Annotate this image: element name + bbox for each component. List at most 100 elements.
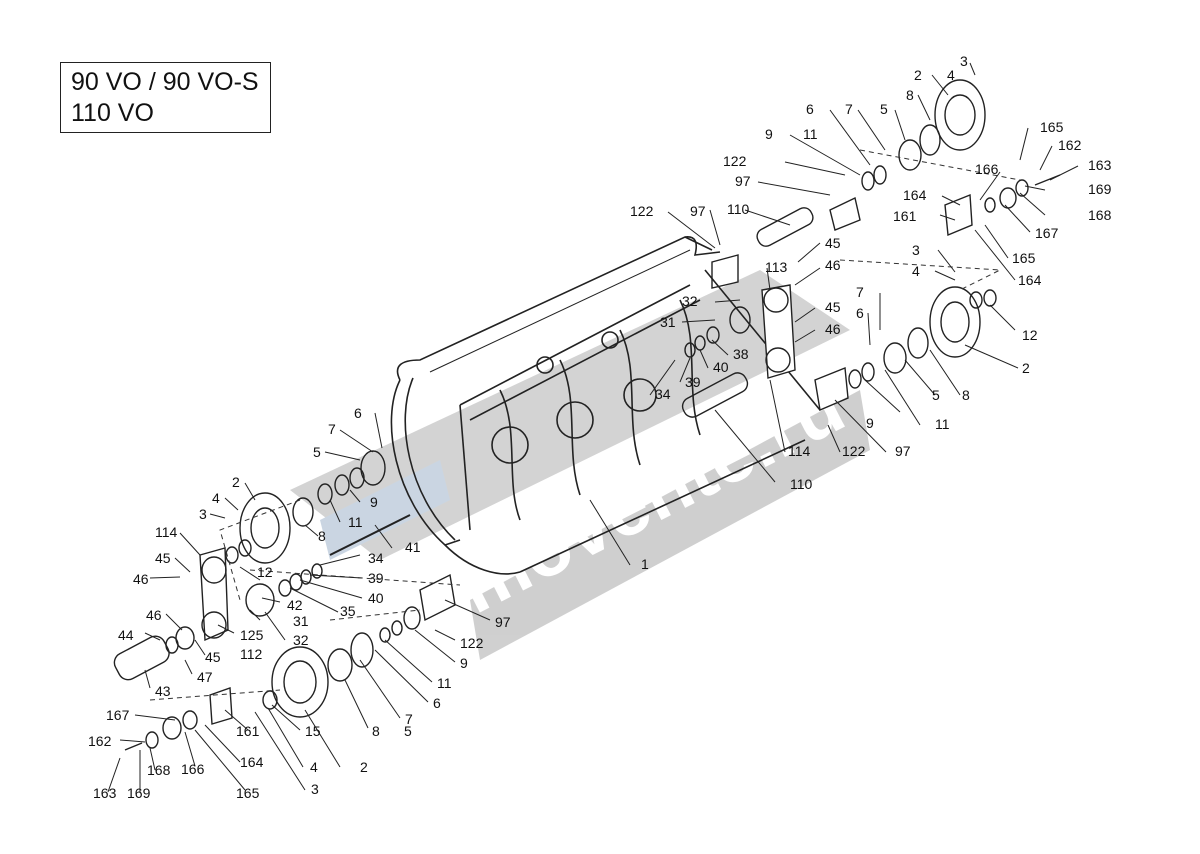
- callout-label: 169: [127, 785, 151, 801]
- callout-label: 46: [825, 321, 841, 337]
- right-assembly: [681, 79, 1061, 418]
- callout-label: 35: [340, 603, 356, 619]
- callout-label: 2: [1022, 360, 1030, 376]
- callout-label: 46: [825, 257, 841, 273]
- model-line-2: 110 VO: [71, 99, 154, 127]
- callout-label: 7: [845, 101, 853, 117]
- callout-label: 40: [368, 590, 384, 606]
- model-line-1: 90 VO / 90 VO-S: [71, 68, 259, 96]
- callout-label: 97: [495, 614, 511, 630]
- callout-label: 9: [370, 494, 378, 510]
- callout-label: 6: [856, 305, 864, 321]
- callout-labels: 3 4 2 8 5 7 6 9 11 122 97 110 122 97 165…: [88, 53, 1112, 801]
- callout-label: 8: [372, 723, 380, 739]
- callout-label: 110: [727, 201, 750, 217]
- callout-label: 2: [914, 67, 922, 83]
- callout-label: 32: [293, 632, 309, 648]
- callout-label: 4: [310, 759, 318, 775]
- callout-label: 164: [1018, 272, 1042, 288]
- callout-label: 11: [935, 416, 950, 432]
- callout-label: 168: [1088, 207, 1112, 223]
- callout-label: 4: [947, 67, 955, 83]
- callout-label: 38: [733, 346, 749, 362]
- callout-label: 34: [655, 386, 671, 402]
- callout-label: 9: [866, 415, 874, 431]
- callout-label: 167: [106, 707, 130, 723]
- callout-label: 45: [155, 550, 171, 566]
- callout-label: 11: [803, 126, 818, 142]
- callout-label: 45: [205, 649, 221, 665]
- callout-label: 112: [240, 646, 263, 662]
- model-title-box: 90 VO / 90 VO-S 110 VO: [60, 62, 271, 133]
- callout-label: 31: [660, 314, 676, 330]
- callout-label: 7: [856, 284, 864, 300]
- callout-label: 5: [313, 444, 321, 460]
- callout-label: 34: [368, 550, 384, 566]
- callout-label: 162: [1058, 137, 1082, 153]
- callout-label: 165: [1040, 119, 1064, 135]
- callout-label: 43: [155, 683, 171, 699]
- callout-label: 122: [842, 443, 866, 459]
- callout-label: 44: [118, 627, 134, 643]
- callout-label: 167: [1035, 225, 1059, 241]
- callout-label: 163: [1088, 157, 1112, 173]
- callout-label: 39: [368, 570, 384, 586]
- dashed-lines: [149, 149, 1021, 701]
- callout-label: 6: [354, 405, 362, 421]
- callout-label: 7: [405, 711, 413, 727]
- callout-label: 39: [685, 374, 701, 390]
- callout-label: 12: [1022, 327, 1038, 343]
- callout-label: 169: [1088, 181, 1112, 197]
- callout-label: 2: [360, 759, 368, 775]
- callout-label: 5: [932, 387, 940, 403]
- drum-housing: [390, 236, 821, 575]
- callout-label: 8: [962, 387, 970, 403]
- callout-label: 11: [348, 514, 363, 530]
- leader-lines: [107, 62, 1079, 793]
- callout-label: 7: [328, 421, 336, 437]
- callout-label: 1: [641, 556, 649, 572]
- callout-label: 5: [880, 101, 888, 117]
- callout-label: 2: [232, 474, 240, 490]
- callout-label: 113: [765, 259, 788, 275]
- callout-label: 162: [88, 733, 112, 749]
- callout-label: 161: [236, 723, 260, 739]
- callout-label: 8: [906, 87, 914, 103]
- callout-label: 8: [318, 528, 326, 544]
- callout-label: 6: [806, 101, 814, 117]
- callout-label: 3: [311, 781, 319, 797]
- callout-label: 42: [287, 597, 303, 613]
- callout-label: 32: [682, 293, 698, 309]
- callout-label: 161: [893, 208, 917, 224]
- callout-label: 41: [405, 539, 421, 555]
- callout-label: 97: [690, 203, 706, 219]
- callout-label: 31: [293, 613, 309, 629]
- callout-label: 122: [630, 203, 654, 219]
- callout-label: 11: [437, 675, 452, 691]
- callout-label: 97: [895, 443, 911, 459]
- callout-label: 122: [460, 635, 484, 651]
- callout-label: 12: [257, 564, 273, 580]
- callout-label: 15: [305, 723, 321, 739]
- callout-label: 3: [960, 53, 968, 69]
- callout-label: 9: [765, 126, 773, 142]
- callout-label: 45: [825, 299, 841, 315]
- callout-label: 4: [212, 490, 220, 506]
- callout-label: 122: [723, 153, 747, 169]
- callout-label: 166: [975, 161, 999, 177]
- callout-label: 97: [735, 173, 751, 189]
- callout-label: 6: [433, 695, 441, 711]
- callout-label: 165: [236, 785, 260, 801]
- callout-label: 3: [912, 242, 920, 258]
- callout-label: 125: [240, 627, 264, 643]
- callout-label: 165: [1012, 250, 1036, 266]
- callout-label: 5: [404, 723, 412, 739]
- callout-label: 9: [460, 655, 468, 671]
- callout-label: 46: [146, 607, 162, 623]
- callout-label: 47: [197, 669, 213, 685]
- callout-label: 114: [788, 443, 811, 459]
- callout-label: 45: [825, 235, 841, 251]
- callout-label: 164: [903, 187, 927, 203]
- callout-label: 4: [912, 263, 920, 279]
